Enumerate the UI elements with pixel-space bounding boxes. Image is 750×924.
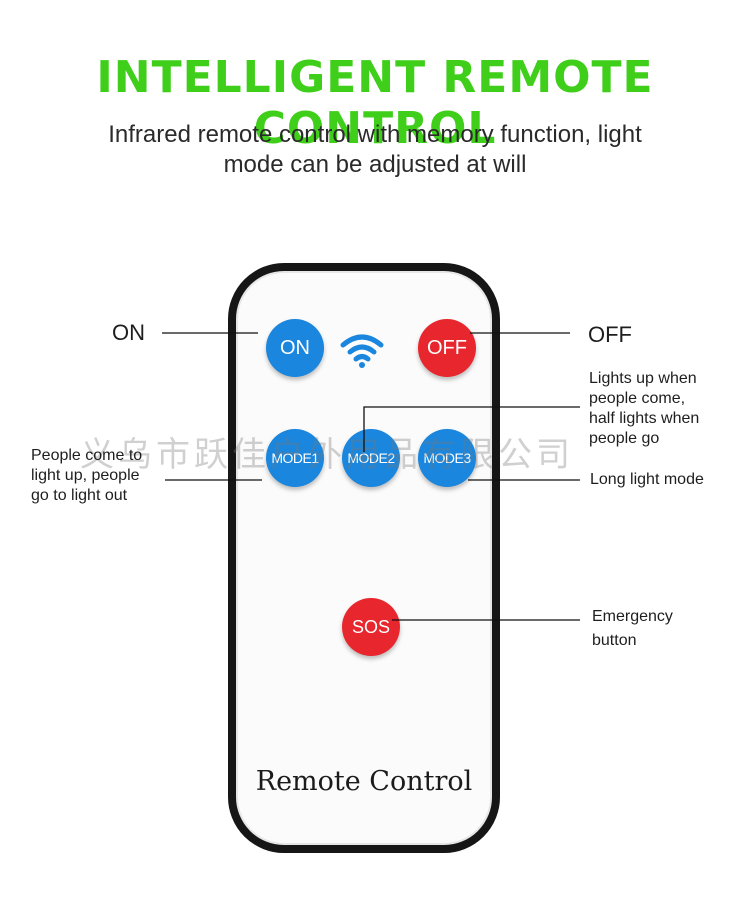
- callout-sos-line: Emergency: [592, 608, 673, 625]
- callout-mode2-line: Lights up when: [589, 370, 697, 387]
- remote-label: Remote Control: [255, 766, 473, 797]
- callout-sos: Emergency button: [592, 605, 673, 653]
- sos-button[interactable]: SOS: [342, 598, 400, 656]
- callout-mode2-line: people go: [589, 430, 660, 447]
- callout-off: OFF: [588, 322, 632, 347]
- callout-mode1-line: go to light out: [31, 487, 128, 504]
- headline: INTELLIGENT REMOTE CONTROL: [96, 52, 654, 154]
- callout-mode2-line: half lights when: [589, 410, 700, 427]
- callout-mode3: Long light mode: [590, 471, 704, 488]
- callout-mode2: Lights up when people come, half lights …: [589, 369, 699, 449]
- callout-sos-line: button: [592, 632, 637, 649]
- off-button[interactable]: OFF: [418, 319, 476, 377]
- subtitle-line-1: Infrared remote control with memory func…: [108, 121, 642, 148]
- subtitle: Infrared remote control with memory func…: [0, 120, 750, 180]
- callout-mode1-line: People come to: [31, 447, 143, 464]
- callout-mode2-line: people come,: [589, 390, 686, 407]
- watermark: 义乌市跃佳户外用品有限公司: [80, 435, 574, 475]
- on-button[interactable]: ON: [266, 319, 324, 377]
- mode1-button[interactable]: MODE1: [266, 429, 324, 487]
- wifi-signal-icon: [340, 331, 384, 376]
- callout-on: ON: [112, 320, 145, 345]
- remote-control: ON OFF MODE1 MODE2 MODE3 SOS Remote Cont…: [228, 263, 500, 853]
- subtitle-line-2: mode can be adjusted at will: [223, 151, 527, 178]
- callout-mode1: People come to light up, people go to li…: [31, 446, 142, 506]
- callout-mode1-line: light up, people: [31, 467, 140, 484]
